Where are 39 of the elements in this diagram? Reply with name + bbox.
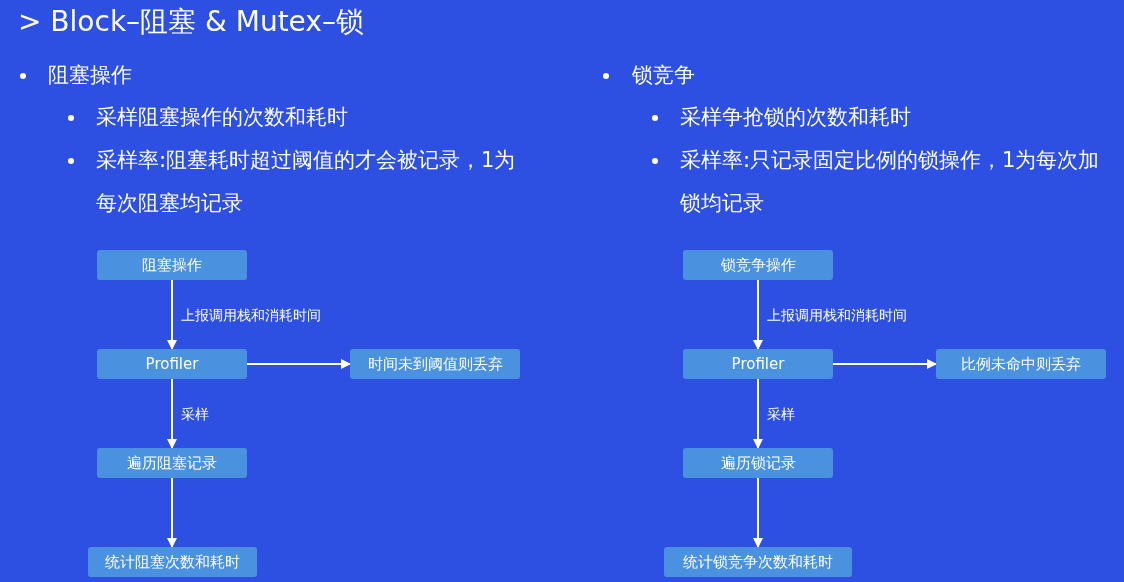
edge-label: 上报调用栈和消耗时间 [181, 305, 321, 324]
box-label: Profiler [731, 355, 785, 373]
process-box [664, 547, 852, 577]
box-label: 统计阻塞次数和耗时 [105, 552, 240, 572]
process-box [683, 250, 833, 280]
bullet-text: 采样阻塞操作的次数和耗时 [96, 104, 349, 131]
process-box [88, 547, 257, 577]
box-label: 锁竞争操作 [720, 255, 796, 275]
bullet-text: 采样率:阻塞耗时超过阈值的才会被记录，1为每次阻塞均记录 [96, 147, 516, 217]
edge-label: 采样 [767, 404, 795, 423]
box-label: 阻塞操作 [142, 255, 202, 275]
arrow [167, 279, 177, 350]
edge-label: 采样 [181, 404, 209, 423]
box-label: 遍历锁记录 [720, 453, 796, 473]
slide-title: > Block–阻塞 & Mutex–锁 [18, 4, 364, 40]
bullet-text: 阻塞操作 [48, 62, 133, 89]
bullet-text: 采样争抢锁的次数和耗时 [680, 104, 912, 131]
arrow [167, 477, 177, 548]
box-label: 遍历阻塞记录 [127, 453, 217, 473]
arrow [753, 477, 763, 548]
process-box [97, 349, 247, 379]
arrow [167, 378, 177, 449]
bullet-text: 锁竞争 [632, 62, 696, 89]
box-label: Profiler [145, 355, 199, 373]
process-box [683, 448, 833, 478]
process-box [97, 448, 247, 478]
bullet-text: 采样率:只记录固定比例的锁操作，1为每次加锁均记录 [680, 147, 1101, 217]
arrow [246, 359, 351, 369]
box-label: 比例未命中则丢弃 [961, 354, 1081, 374]
process-box [350, 349, 520, 379]
edge-label: 上报调用栈和消耗时间 [767, 305, 907, 324]
arrow [753, 378, 763, 449]
arrow [753, 279, 763, 350]
process-box [936, 349, 1106, 379]
process-box [97, 250, 247, 280]
process-box [683, 349, 833, 379]
box-label: 统计锁竞争次数和耗时 [683, 552, 833, 572]
arrow [832, 359, 937, 369]
box-label: 时间未到阈值则丢弃 [367, 354, 503, 374]
